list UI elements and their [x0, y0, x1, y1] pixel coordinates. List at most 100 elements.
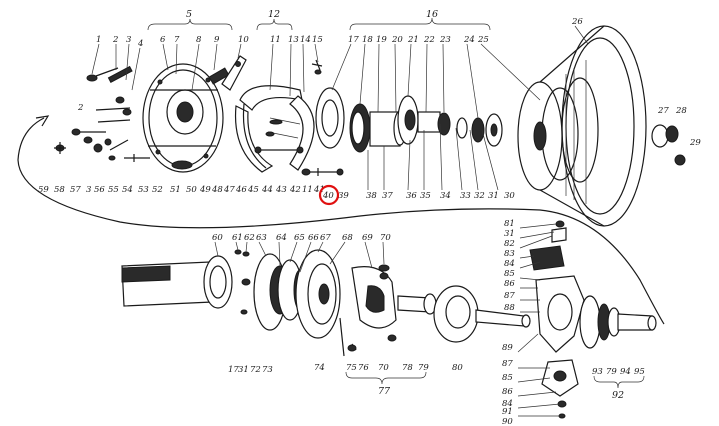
- label-87b: 87: [502, 359, 513, 369]
- labels-lower-top: 60 61 62 63 64 65 66 67 68 69 70: [212, 233, 391, 243]
- label-52: 52: [152, 185, 163, 195]
- label-35: 35: [420, 191, 431, 201]
- label-56: 56: [94, 185, 105, 195]
- labels-right-lower-misc: 89 87 85 86 84 91 90 93 79 94 95 92: [502, 343, 645, 426]
- label-16: 16: [426, 9, 438, 20]
- label-55: 55: [108, 185, 119, 195]
- group-bracket-16: [349, 17, 491, 31]
- wheel-hub: [349, 95, 503, 153]
- label-11: 11: [270, 35, 281, 45]
- label-90: 90: [502, 417, 513, 426]
- label-46: 46: [235, 185, 247, 195]
- label-60: 60: [212, 233, 223, 243]
- label-5: 5: [186, 9, 192, 20]
- label-39: 39: [338, 191, 349, 201]
- label-48: 48: [211, 185, 223, 195]
- group-bracket-92: [593, 375, 645, 389]
- labels-lower-group: 77: [378, 386, 391, 397]
- label-79: 79: [418, 363, 429, 373]
- label-21: 21: [407, 35, 419, 45]
- label-58: 58: [54, 185, 65, 195]
- label-45: 45: [247, 185, 259, 195]
- label-15: 15: [312, 35, 323, 45]
- label-31: 31: [488, 191, 499, 201]
- label-31c: 31: [504, 229, 515, 239]
- labels-lower-bottom: 17 31 72 73 74 75 76 70 78 79 80: [228, 363, 463, 375]
- label-62: 62: [244, 233, 255, 243]
- label-85b: 85: [502, 373, 513, 383]
- label-40: 40: [322, 191, 334, 201]
- group-bracket-5: [147, 18, 233, 31]
- label-57: 57: [70, 185, 81, 195]
- brake-backing-plate: [142, 63, 230, 173]
- label-22: 22: [423, 35, 435, 45]
- label-86: 86: [504, 279, 515, 289]
- label-19: 19: [376, 35, 387, 45]
- label-65: 65: [294, 233, 305, 243]
- label-91: 91: [502, 407, 513, 417]
- label-33: 33: [460, 191, 471, 201]
- label-76: 76: [358, 363, 369, 373]
- label-84: 84: [504, 259, 515, 269]
- label-93: 93: [592, 367, 603, 377]
- label-87: 87: [504, 291, 515, 301]
- cv-joint: [433, 285, 531, 343]
- label-25: 25: [477, 35, 489, 45]
- brake-drum-ring: [315, 87, 345, 149]
- label-23: 23: [439, 35, 451, 45]
- label-81: 81: [504, 219, 515, 229]
- label-18: 18: [362, 35, 373, 45]
- label-31b: 31: [238, 365, 249, 375]
- label-32: 32: [474, 191, 485, 201]
- leader-lines: [91, 25, 589, 417]
- label-70b: 70: [378, 363, 389, 373]
- adjusting-bolts: [301, 168, 344, 176]
- label-24: 24: [463, 35, 475, 45]
- label-54: 54: [122, 185, 133, 195]
- label-50: 50: [186, 185, 197, 195]
- label-28: 28: [675, 106, 687, 116]
- hub-flange-stack: [253, 249, 341, 339]
- label-80: 80: [452, 363, 463, 373]
- brake-lever: [221, 55, 247, 91]
- label-89: 89: [502, 343, 513, 353]
- label-34: 34: [440, 191, 451, 201]
- label-66: 66: [308, 233, 319, 243]
- label-30: 30: [504, 191, 515, 201]
- label-51: 51: [170, 185, 181, 195]
- label-13: 13: [288, 35, 299, 45]
- label-43: 43: [275, 185, 287, 195]
- label-38: 38: [366, 191, 377, 201]
- label-17b: 17: [228, 365, 239, 375]
- label-94: 94: [620, 367, 631, 377]
- label-79b: 79: [606, 367, 617, 377]
- axle-housing: [121, 255, 233, 309]
- label-86b: 86: [502, 387, 513, 397]
- brake-shoes: [234, 85, 315, 173]
- assembly-flow-arrow: [17, 115, 665, 325]
- label-20: 20: [391, 35, 403, 45]
- labels-bottom-row-upper: 59 58 57 3 56 55 54 53 52 51 50 49 48 47…: [38, 185, 515, 201]
- label-85: 85: [504, 269, 515, 279]
- steering-knuckle: [529, 220, 585, 419]
- label-44: 44: [261, 185, 273, 195]
- labels-top-row: 1 2 3 4 5 6 7 8 9 10 11 12 13 14 15 16 1…: [96, 9, 583, 49]
- label-9: 9: [214, 35, 220, 45]
- label-83: 83: [504, 249, 515, 259]
- label-36: 36: [406, 191, 417, 201]
- wheel-nuts: [651, 124, 686, 166]
- label-68: 68: [342, 233, 353, 243]
- label-4: 4: [137, 39, 143, 49]
- group-bracket-12: [256, 18, 293, 31]
- label-12: 12: [268, 9, 280, 20]
- housing-bolts: [234, 249, 251, 315]
- label-75: 75: [346, 363, 357, 373]
- label-29: 29: [689, 138, 701, 148]
- label-61: 61: [232, 233, 243, 243]
- label-11b: 11: [302, 185, 313, 195]
- label-3b: 3: [86, 185, 91, 195]
- label-26: 26: [571, 17, 583, 27]
- label-3: 3: [126, 35, 131, 45]
- fastener-cluster: [54, 65, 150, 162]
- label-42: 42: [289, 185, 301, 195]
